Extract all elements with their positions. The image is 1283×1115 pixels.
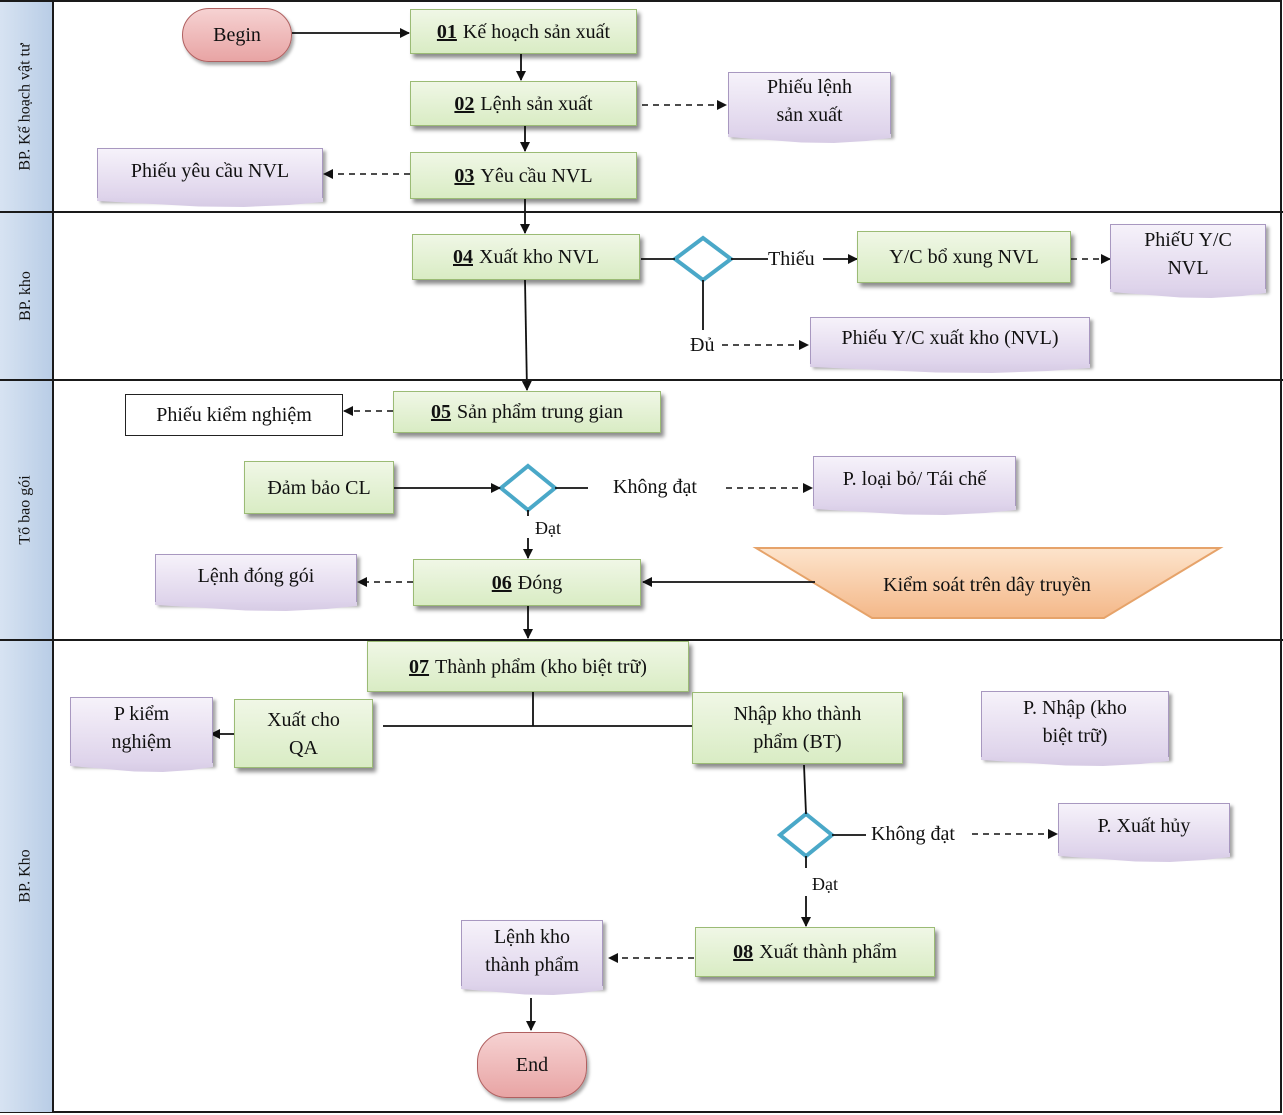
step-number: 01 bbox=[436, 20, 457, 43]
end-terminal: End bbox=[477, 1032, 587, 1098]
decision-diamond-stock bbox=[671, 235, 735, 283]
lane-label-packaging: Tổ bao gói bbox=[0, 380, 54, 640]
document-disposal-slip: P. Xuất hủy bbox=[1058, 803, 1230, 855]
document-test-slip: Phiếu kiểm nghiệm bbox=[125, 394, 343, 436]
label-failed-finished: Không đạt bbox=[871, 823, 955, 845]
lane-label-warehouse: BP. kho bbox=[0, 212, 54, 380]
label-passed-finished: Đạt bbox=[812, 874, 838, 894]
lane-label-warehouse-finished: BP. Kho bbox=[0, 640, 54, 1112]
document-material-request-slip: Phiếu yêu cầu NVL bbox=[97, 148, 323, 200]
label-failed-intermediate: Không đạt bbox=[613, 476, 697, 498]
document-packing-order: Lệnh đóng gói bbox=[155, 554, 357, 604]
step-number: 08 bbox=[733, 941, 754, 963]
decision-diamond-finished bbox=[776, 811, 836, 859]
label-insufficient: Thiếu bbox=[768, 248, 815, 270]
decision-diamond-quality bbox=[497, 463, 559, 513]
process-quality-assurance: Đảm bảo CL bbox=[244, 461, 394, 514]
control-trapezoid bbox=[752, 547, 1224, 619]
process-supplement-material: Y/C bổ xung NVL bbox=[857, 231, 1071, 283]
document-reject-recycle: P. loại bỏ/ Tái chế bbox=[813, 456, 1016, 508]
step-number: 02 bbox=[454, 92, 475, 115]
lane-label-planning: BP. Kế hoạch vật tư bbox=[0, 2, 54, 212]
lane-divider bbox=[0, 211, 1283, 213]
label-sufficient: Đủ bbox=[690, 334, 715, 356]
solid-connectors bbox=[210, 28, 866, 1031]
step-number: 04 bbox=[453, 246, 473, 268]
begin-terminal: Begin bbox=[182, 8, 292, 62]
label-passed-intermediate: Đạt bbox=[535, 518, 561, 538]
step-number: 03 bbox=[454, 164, 475, 187]
step-number: 05 bbox=[430, 401, 451, 423]
dashed-connectors bbox=[323, 100, 1111, 963]
control-line-label: Kiểm soát trên dây truyền bbox=[883, 574, 1091, 596]
lane-divider bbox=[0, 379, 1283, 381]
document-warehouse-issue-request: Phiếu Y/C xuất kho (NVL) bbox=[810, 317, 1090, 366]
step-number: 06 bbox=[491, 571, 512, 594]
lane-divider bbox=[0, 639, 1283, 641]
step-number: 07 bbox=[409, 655, 430, 678]
